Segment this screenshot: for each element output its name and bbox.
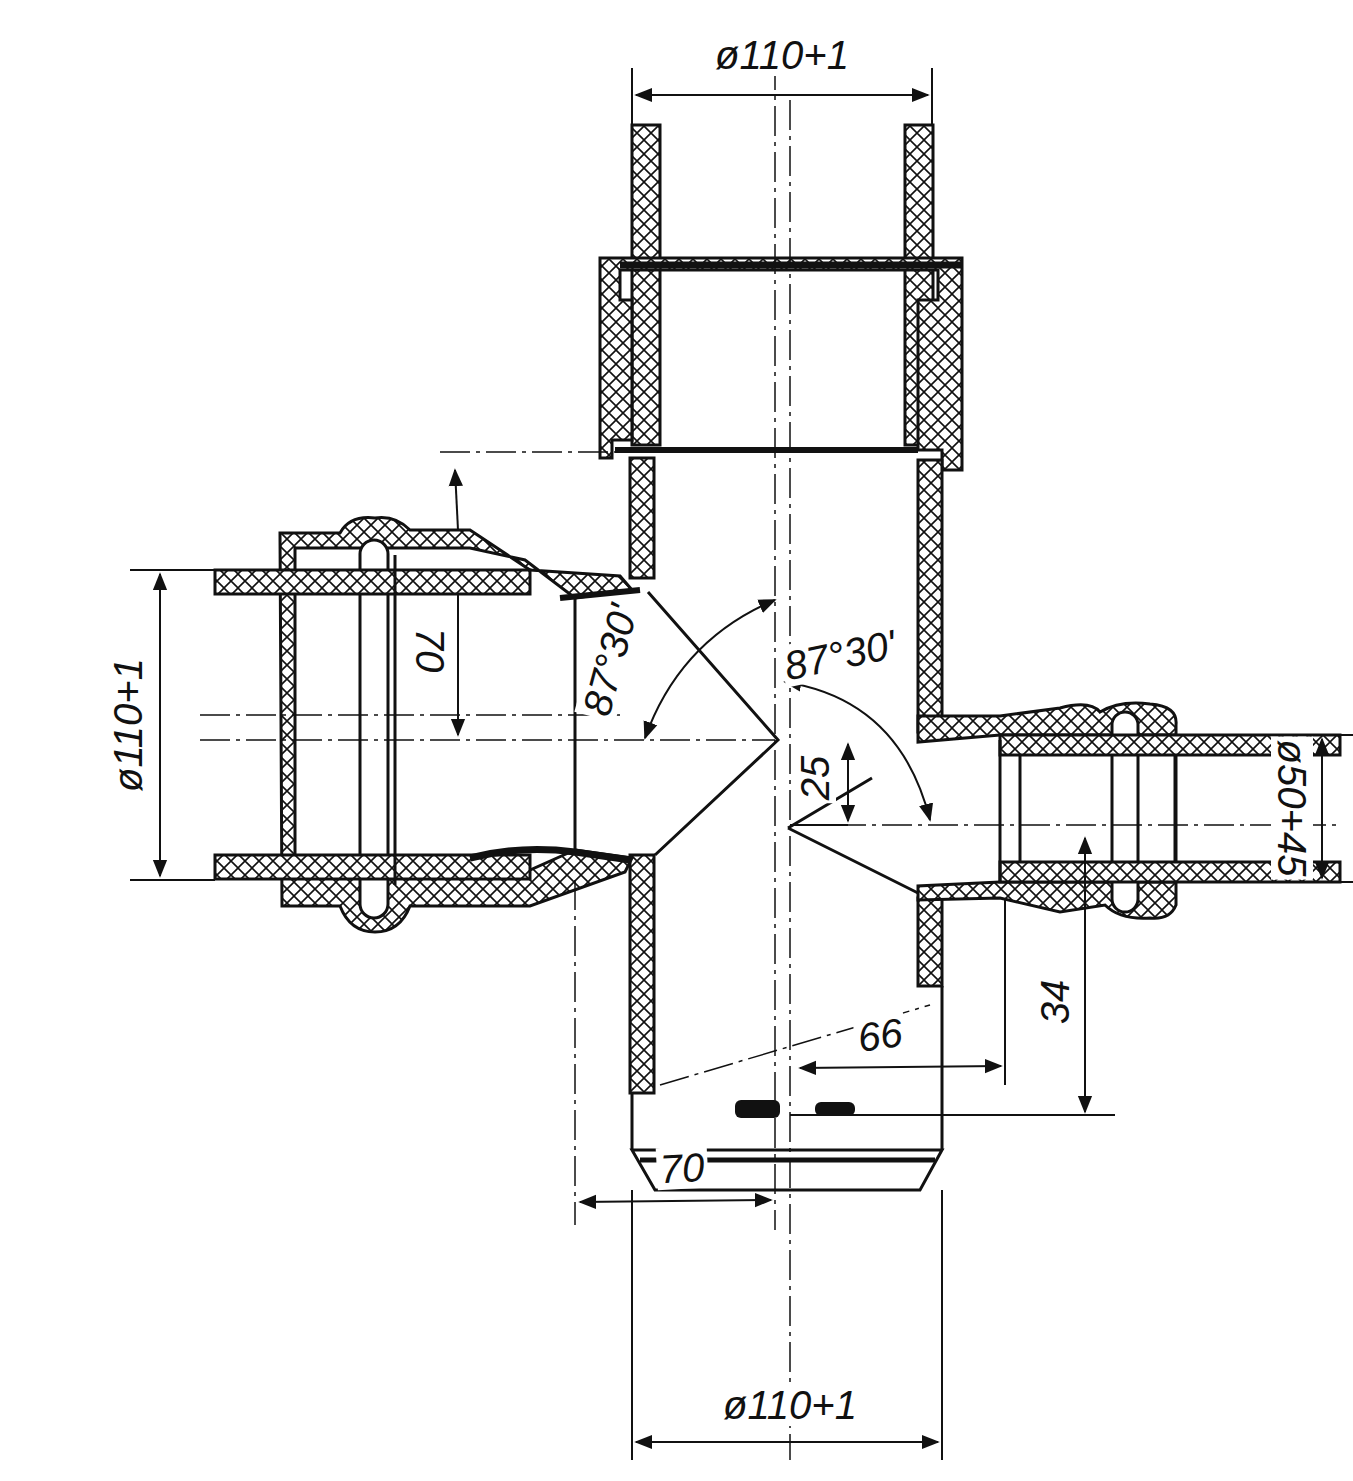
dimension-label: 87°30' xyxy=(778,622,903,688)
dimension-label: 34 xyxy=(1034,977,1076,1028)
dimension-label: 70 xyxy=(656,1146,709,1191)
dimension-label: ø110+1 xyxy=(720,1384,860,1426)
dimension-label: 87°30' xyxy=(574,597,645,722)
dimension-label: ø50+45 xyxy=(1271,737,1313,880)
dimension-label: 66 xyxy=(852,1011,908,1060)
dimension-label: ø110+1 xyxy=(107,655,149,795)
dimension-label: 25 xyxy=(794,753,836,804)
dimension-label: 70 xyxy=(409,625,451,676)
dimension-label: ø110+1 xyxy=(712,34,852,76)
